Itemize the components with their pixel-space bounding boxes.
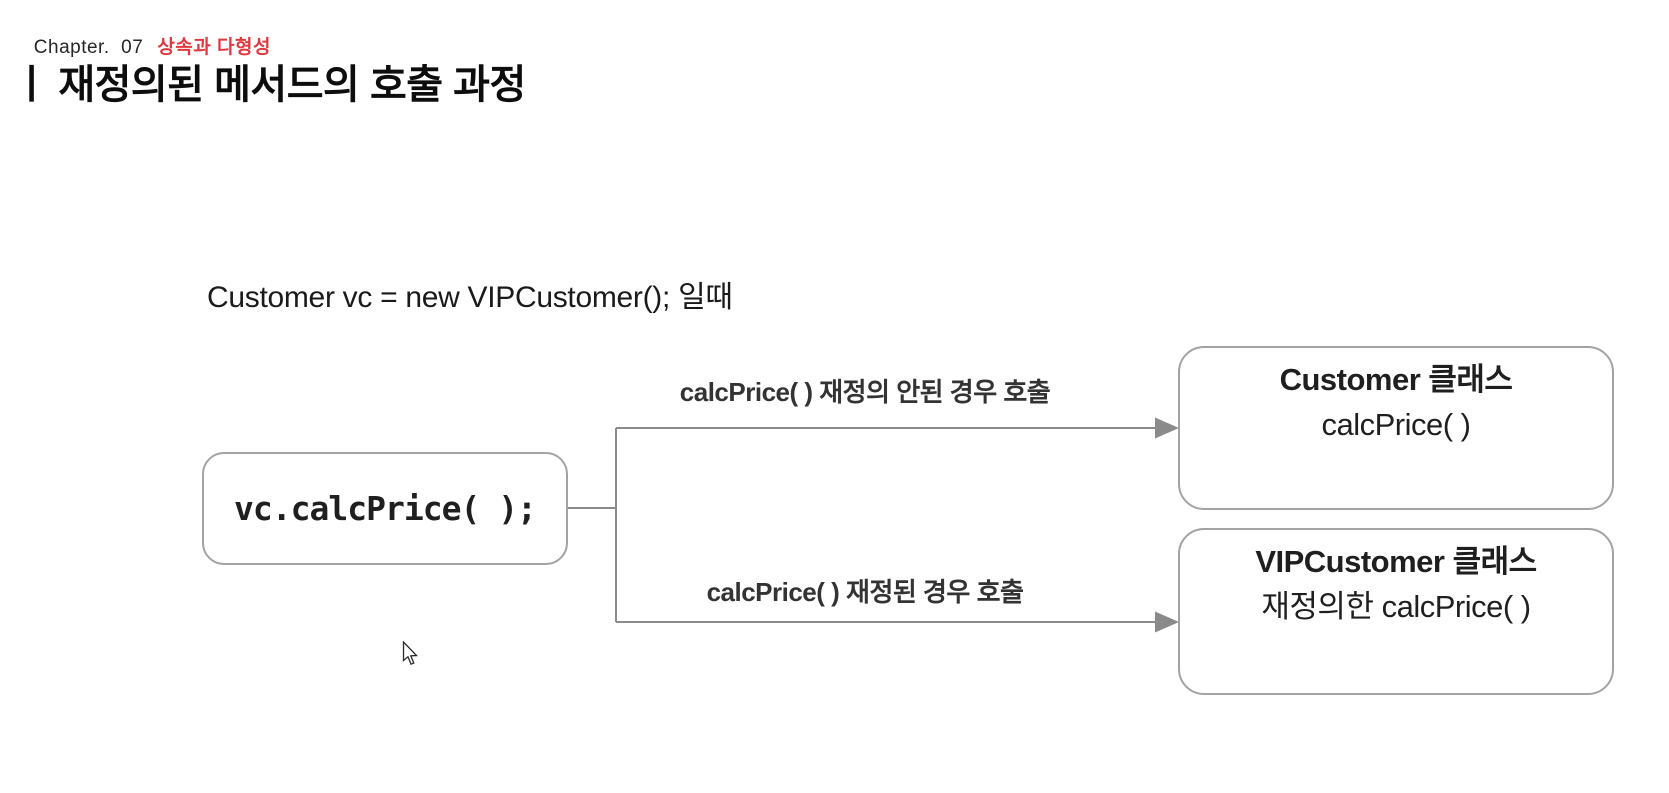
mouse-cursor-icon [402,641,418,666]
customer-class-box: Customer 클래스 calcPrice( ) [1178,346,1614,510]
overridden-case-label: calcPrice( ) 재정된 경우 호출 [706,577,1024,607]
chapter-header: Chapter. 07 상속과 다형성 [16,14,271,58]
chapter-subtitle: 상속과 다형성 [157,37,271,58]
chapter-label: Chapter. 07 [33,37,144,58]
customer-class-method: calcPrice( ) [1321,407,1471,442]
top-arrowhead-icon [1155,417,1179,439]
title-bullet-marker: ㅣ [13,63,50,107]
bottom-arrowhead-icon [1155,611,1179,633]
page-title-text: 재정의된 메서드의 호출 과정 [58,63,526,107]
code-statement: Customer vc = new VIPCustomer(); 일때 [207,281,733,314]
vipcustomer-class-title: VIPCustomer 클래스 [1255,544,1537,579]
source-call-box: vc.calcPrice( ); [202,452,568,565]
vipcustomer-class-method: 재정의한 calcPrice( ) [1261,589,1531,624]
not-overridden-case-label: calcPrice( ) 재정의 안된 경우 호출 [679,377,1051,407]
page-title: ㅣ 재정의된 메서드의 호출 과정 [13,52,526,110]
vipcustomer-class-box: VIPCustomer 클래스 재정의한 calcPrice( ) [1178,528,1614,695]
customer-class-title: Customer 클래스 [1279,362,1513,397]
source-call-code: vc.calcPrice( ); [234,489,537,528]
